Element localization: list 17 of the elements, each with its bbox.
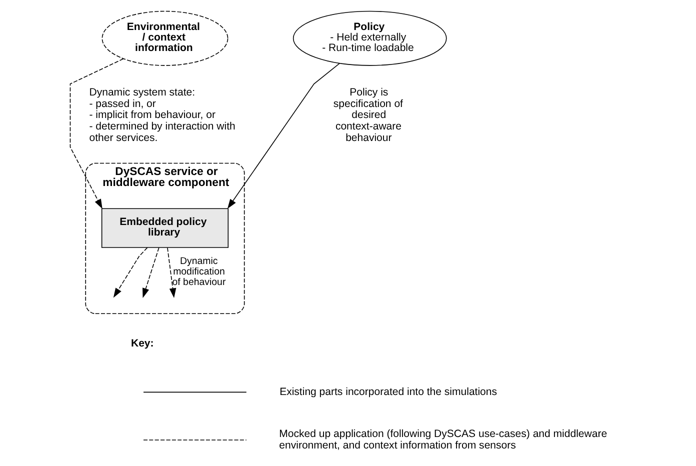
arrow xyxy=(167,247,176,298)
node-label: Policy is specification of desired context-aware behaviour xyxy=(333,86,403,144)
arrow xyxy=(113,247,148,298)
arrow xyxy=(70,58,124,209)
node-ellipse: Policy - Held externally - Run-time loadable xyxy=(292,10,447,66)
arrow xyxy=(227,62,340,209)
node-ellipse: Environmental / context information xyxy=(102,10,228,66)
arrow xyxy=(142,247,160,298)
edge-label: Dynamic modification of behaviour xyxy=(172,256,226,288)
legend-label: Mocked up application (following DySCAS use-cases) and middleware environment, and context information from sensors xyxy=(279,428,608,452)
node-box: Embedded policy library xyxy=(101,208,229,248)
node-label: - passed in, or xyxy=(89,98,156,110)
label: Key: xyxy=(130,337,154,350)
node-label: Dynamic system state: xyxy=(89,86,196,99)
node-label: - implicit from behaviour, or xyxy=(89,109,216,122)
legend-label: Existing parts incorporated into the simulations xyxy=(280,386,498,398)
node-label: - determined by interaction with other services. xyxy=(89,120,236,144)
